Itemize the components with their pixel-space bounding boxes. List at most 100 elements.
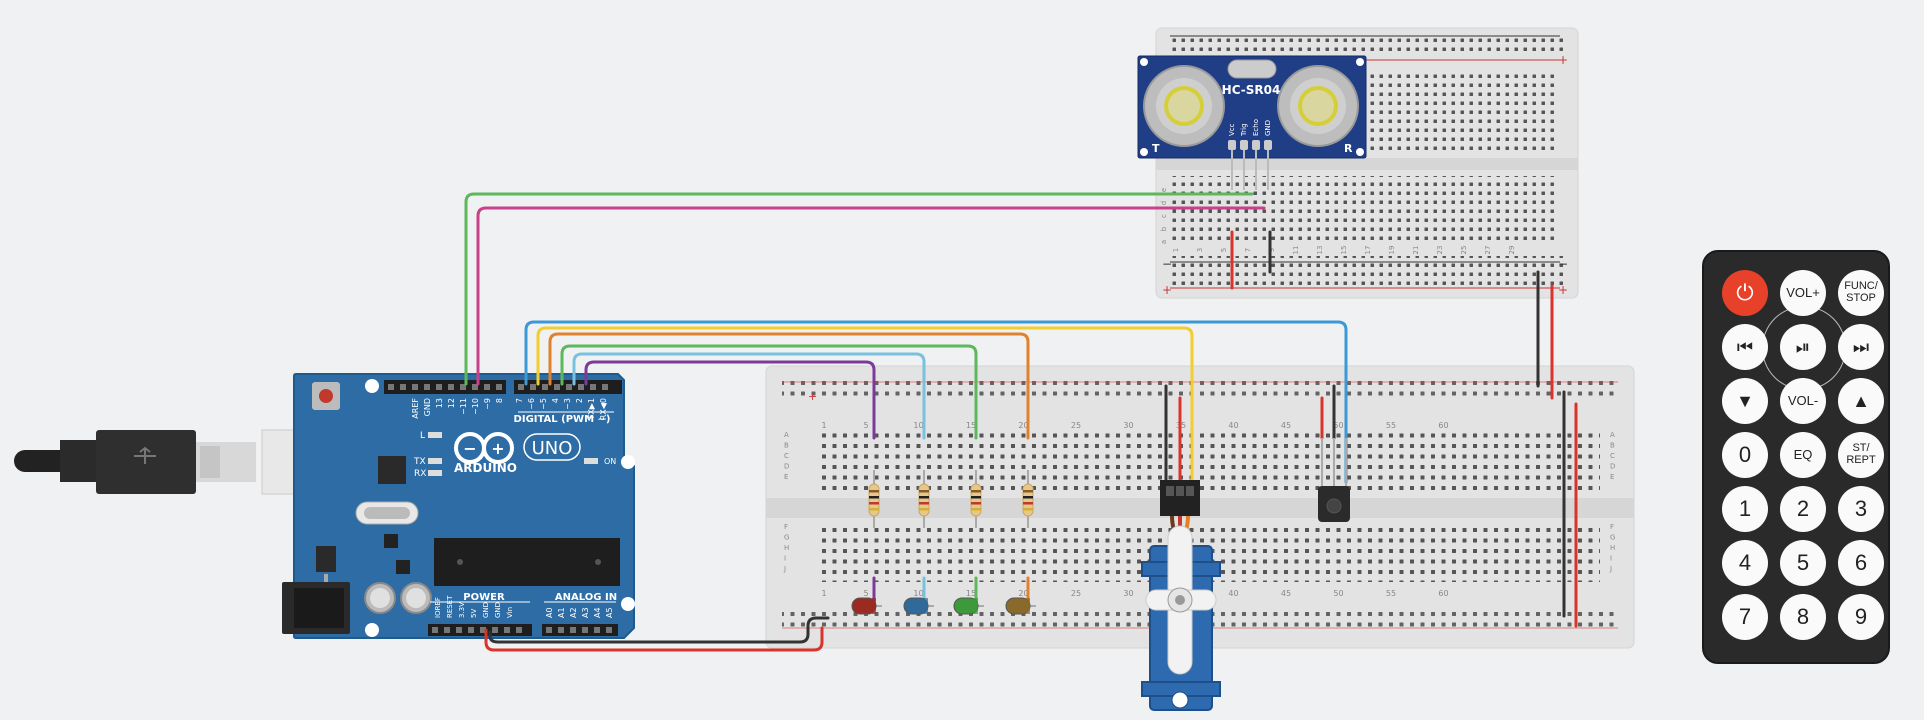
main-row-letter: J [783,565,786,573]
small-col-number: 11 [1292,246,1300,255]
digital-pin-label: RX◀0 [599,398,608,420]
remote-1-button[interactable]: 1 [1722,486,1768,532]
remote-func-stop-button[interactable]: FUNC/ STOP [1838,270,1884,316]
main-rail-plus-label: + [808,390,817,403]
main-row-letter: J [1609,565,1612,573]
remote-vol-down-button[interactable]: VOL- [1780,378,1826,424]
remote-0-button[interactable]: 0 [1722,432,1768,478]
servo-motor[interactable] [1141,480,1221,711]
next-icon: ⏭ [1852,336,1870,357]
main-col-number-top: 25 [1071,421,1081,430]
remote-st-rept-button[interactable]: ST/ REPT [1838,432,1884,478]
digital-header-label: DIGITAL (PWM ~) [514,414,611,425]
small-col-number: 5 [1220,248,1228,252]
main-col-number-bottom: 20 [1018,589,1028,598]
digital-pin-label: 13 [435,398,444,408]
main-col-number-bottom: 25 [1071,589,1081,598]
digital-pin-label: ~10 [471,398,480,415]
main-col-number-bottom: 5 [863,589,868,598]
main-col-number-bottom: 60 [1438,589,1448,598]
wire-yellow-servo [536,326,1194,484]
main-row-letter: F [784,523,788,531]
remote-next-button[interactable]: ⏭ [1838,324,1884,370]
remote-5-button[interactable]: 5 [1780,540,1826,586]
main-col-number-top: 1 [821,421,826,430]
main-row-letter: H [1610,544,1615,552]
resistor[interactable] [970,483,982,517]
remote-down-button[interactable]: ▼ [1722,378,1768,424]
small-row-letter: c [1160,214,1168,218]
small-rail-plus-top: + [1558,53,1568,67]
remote-play-pause-button[interactable]: ⏯ [1780,324,1826,370]
wire-purple-led1 [584,360,876,440]
ir-remote[interactable]: ⏻ VOL+ FUNC/ STOP ⏮ ⏯ ⏭ ▼ VOL- ▲ 0 EQ ST… [1702,250,1890,664]
main-row-letter: G [1610,534,1615,542]
power-pin-label: RESET [446,595,454,618]
sensor-label: HC-SR04 [1222,83,1281,97]
main-row-letter: C [784,452,789,460]
remote-vol-up-button[interactable]: VOL+ [1780,270,1826,316]
svg-text:−: − [463,439,476,458]
main-col-number-top: 40 [1228,421,1238,430]
on-label: ON [604,457,616,466]
remote-3-button[interactable]: 3 [1838,486,1884,532]
sensor-t-mark: T [1152,142,1160,155]
digital-pin-label: TX▶1 [587,398,596,421]
digital-pin-label: ~9 [483,398,492,410]
usb-cable[interactable] [14,429,313,495]
remote-7-button[interactable]: 7 [1722,594,1768,640]
wire-red-5v [484,626,824,652]
small-col-number: 17 [1364,246,1372,255]
sensor-pin-label: Echo [1252,119,1260,136]
main-row-letter: B [784,442,789,450]
remote-prev-button[interactable]: ⏮ [1722,324,1768,370]
power-pin-label: 5V [470,609,478,618]
remote-9-button[interactable]: 9 [1838,594,1884,640]
small-col-number: 27 [1484,246,1492,255]
remote-2-button[interactable]: 2 [1780,486,1826,532]
small-col-number: 29 [1508,246,1516,255]
analog-pin-label: A1 [557,607,566,618]
digital-pin-label: ~6 [527,398,536,410]
main-row-letter: B [1610,442,1615,450]
remote-6-button[interactable]: 6 [1838,540,1884,586]
main-row-letter: I [784,555,786,563]
sensor-r-mark: R [1344,142,1353,155]
resistor[interactable] [918,483,930,517]
power-pin-label: IOREF [434,597,442,618]
play-pause-icon: ⏯ [1795,336,1811,357]
digital-pin-label: ~5 [539,398,548,410]
wire-orange-led4 [548,332,1030,440]
small-col-number: 7 [1244,248,1252,252]
small-row-letter: b [1160,226,1168,231]
remote-8-button[interactable]: 8 [1780,594,1826,640]
digital-pin-label: 4 [551,398,560,403]
main-col-number-bottom: 30 [1123,589,1133,598]
ir-receiver[interactable] [1318,438,1350,522]
main-col-number-top: 30 [1123,421,1133,430]
bottom-header-pins [432,627,612,633]
remote-eq-button[interactable]: EQ [1780,432,1826,478]
main-row-letter: D [784,463,789,471]
main-row-letter: C [1610,452,1615,460]
digital-pin-label: 12 [447,398,456,408]
resistor[interactable] [1022,483,1034,517]
main-col-number-top: 50 [1333,421,1343,430]
main-col-number-top: 10 [913,421,923,430]
resistor[interactable] [868,483,880,517]
remote-power-button[interactable]: ⏻ [1722,270,1768,316]
remote-up-button[interactable]: ▲ [1838,378,1884,424]
small-col-number: 9 [1268,248,1276,252]
main-row-letter: E [1610,473,1614,481]
remote-4-button[interactable]: 4 [1722,540,1768,586]
arduino-brand: ARDUINO [454,461,517,475]
digital-pin-label: 8 [495,398,504,403]
small-col-number: 3 [1196,248,1204,252]
small-col-number: 15 [1340,246,1348,255]
